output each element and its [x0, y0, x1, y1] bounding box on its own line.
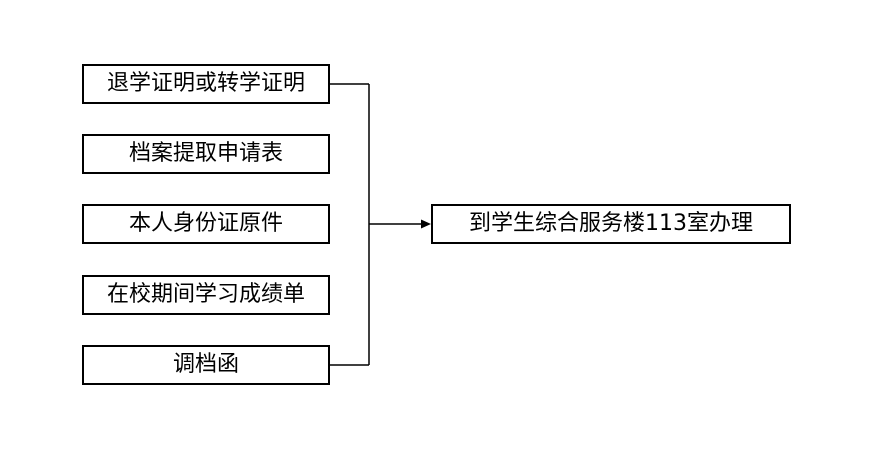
destination-label: 到学生综合服务楼113室办理 [469, 211, 753, 236]
doc-label-id-card-original: 本人身份证原件 [128, 211, 283, 236]
doc-box-transfer-letter: 调档函 [82, 345, 330, 385]
doc-box-id-card-original: 本人身份证原件 [82, 204, 330, 244]
destination-box: 到学生综合服务楼113室办理 [431, 204, 791, 244]
arrow-head [421, 219, 431, 229]
doc-box-archive-request-form: 档案提取申请表 [82, 134, 330, 174]
doc-label-transcript: 在校期间学习成绩单 [106, 282, 305, 307]
doc-box-withdrawal-certificate: 退学证明或转学证明 [82, 64, 330, 104]
doc-label-withdrawal-certificate: 退学证明或转学证明 [106, 71, 305, 96]
doc-label-archive-request-form: 档案提取申请表 [128, 141, 283, 166]
doc-box-transcript: 在校期间学习成绩单 [82, 275, 330, 315]
doc-label-transfer-letter: 调档函 [172, 352, 239, 377]
